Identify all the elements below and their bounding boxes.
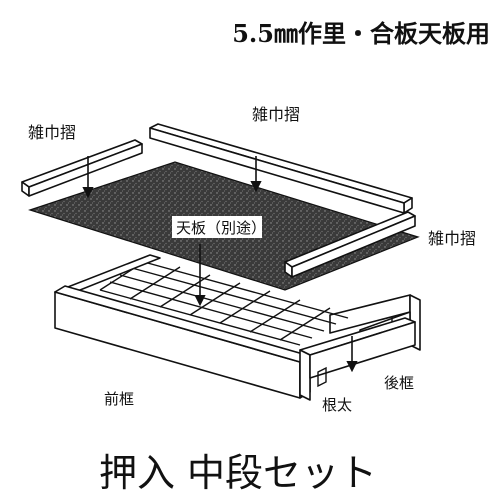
label-batten-right: 雑巾摺 [428,229,476,248]
top-board-label-bg [172,216,262,238]
base-frame [54,254,421,401]
label-joist: 根太 [322,396,352,414]
label-batten-top: 雑巾摺 [252,105,300,124]
joist-end [299,349,311,401]
label-batten-left: 雑巾摺 [28,123,76,142]
batten-right-face [291,215,416,278]
caption-title: 押入 中段セット [99,451,377,495]
joist-face [309,321,416,379]
batten-right-piece [284,211,416,278]
batten-left-piece [21,139,143,197]
label-top-board: 天板（別途） [176,219,266,237]
label-rear-frame: 後框 [384,374,414,392]
spec-heading: 5.5㎜作里・合板天板用 [232,19,490,48]
label-front-frame: 前框 [104,390,134,408]
batten-left-face [28,143,143,197]
